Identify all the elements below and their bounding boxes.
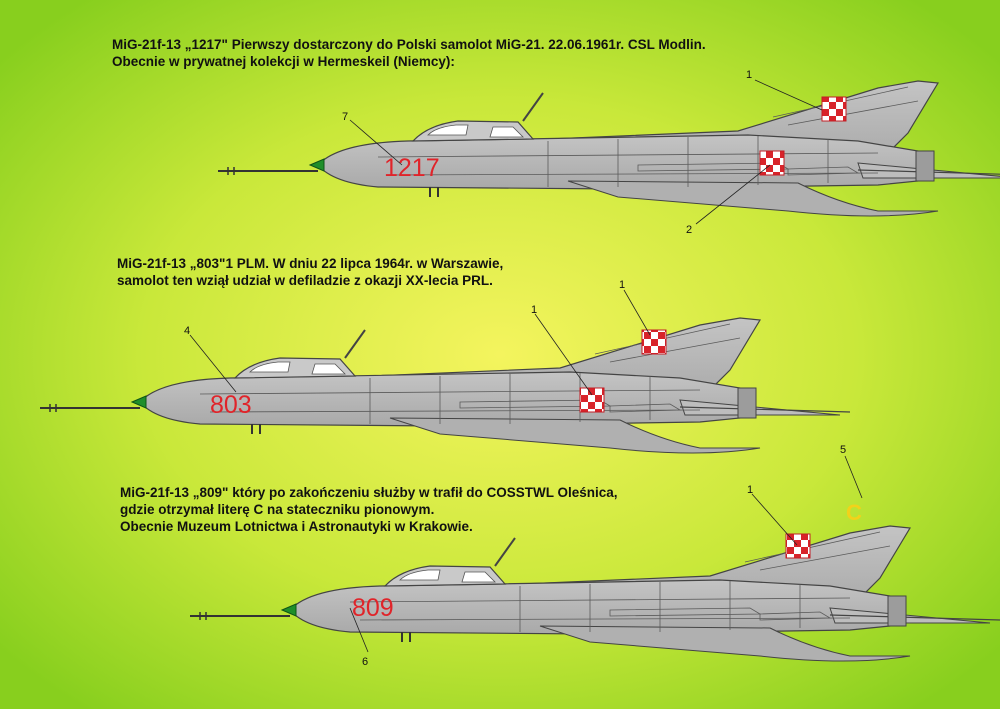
- caption-line: Obecnie Muzeum Lotnictwa i Astronautyki …: [120, 519, 473, 534]
- callout-number: 2: [686, 224, 692, 236]
- serial-number: 1217: [384, 154, 440, 182]
- caption-line: MiG-21f-13 „1217" Pierwszy dostarczony d…: [112, 37, 706, 52]
- callout-lines: [189, 79, 863, 653]
- serial-number: 809: [352, 594, 394, 622]
- fin-roundel: [785, 533, 811, 559]
- callout-number: 1: [746, 69, 752, 81]
- fin-roundel: [641, 329, 667, 355]
- callout-number: 1: [531, 304, 537, 316]
- fuselage-roundel: [579, 387, 605, 413]
- caption-aircraft-803: MiG-21f-13 „803"1 PLM. W dniu 22 lipca 1…: [117, 255, 503, 289]
- aircraft-803: 803: [39, 317, 851, 454]
- tail-letter: C: [846, 500, 862, 525]
- callout-number: 1: [619, 279, 625, 291]
- caption-line: samolot ten wziął udział w defiladzie z …: [117, 273, 493, 288]
- callout-number: 7: [342, 111, 348, 123]
- serial-number: 803: [210, 391, 252, 419]
- callout-numbers: 1 7 2 1 1 4 5 1 6: [184, 69, 846, 668]
- caption-aircraft-809: MiG-21f-13 „809" który po zakończeniu sł…: [120, 484, 618, 535]
- caption-line: MiG-21f-13 „803"1 PLM. W dniu 22 lipca 1…: [117, 256, 504, 271]
- caption-line: MiG-21f-13 „809" który po zakończeniu sł…: [120, 485, 618, 500]
- fuselage-roundel: [759, 150, 785, 176]
- callout-number: 1: [747, 484, 753, 496]
- caption-aircraft-1217: MiG-21f-13 „1217" Pierwszy dostarczony d…: [112, 36, 706, 70]
- caption-line: gdzie otrzymał literę C na stateczniku p…: [120, 502, 435, 517]
- fin-roundel: [821, 96, 847, 122]
- callout-number: 5: [840, 444, 846, 456]
- aircraft-809: C 809: [189, 500, 1000, 662]
- aircraft-1217: 1217: [217, 80, 1000, 217]
- callout-number: 6: [362, 656, 368, 668]
- callout-number: 4: [184, 325, 190, 337]
- caption-line: Obecnie w prywatnej kolekcji w Hermeskei…: [112, 54, 455, 69]
